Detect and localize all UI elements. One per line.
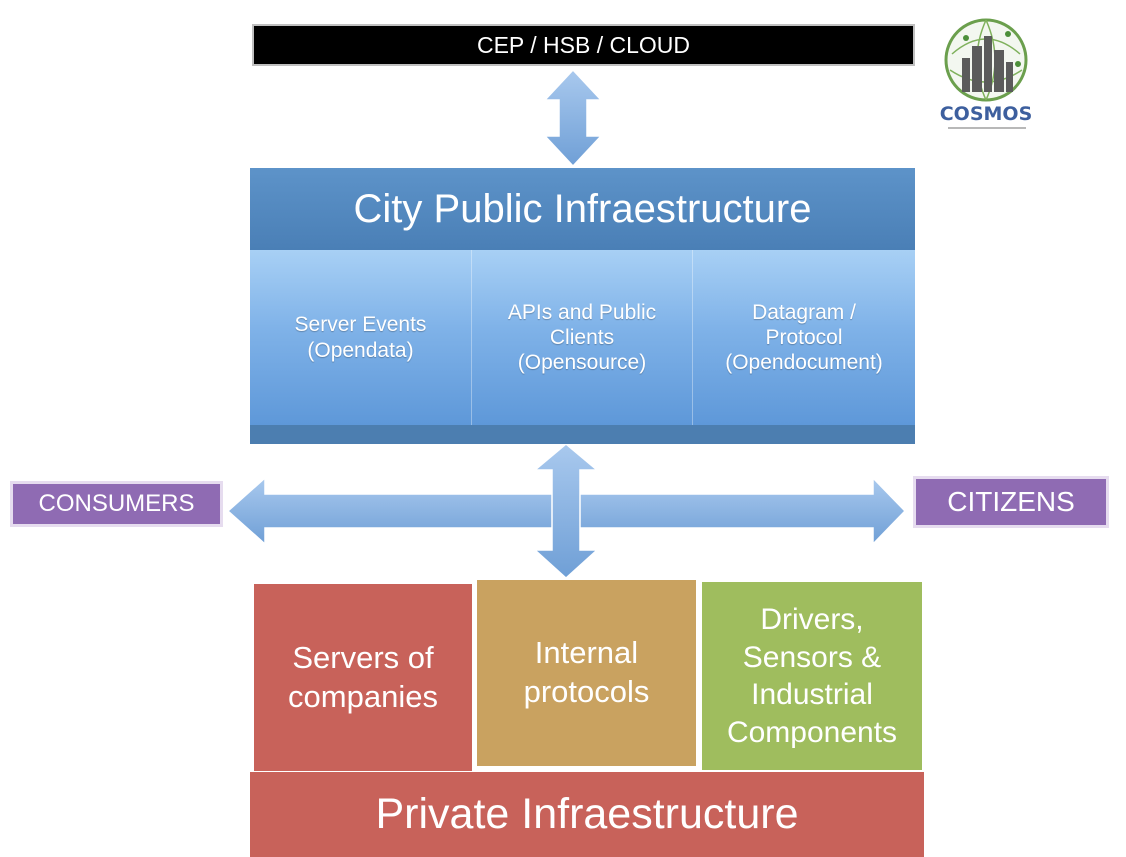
public-column-label: Datagram / Protocol (Opendocument) — [725, 300, 883, 375]
internal-protocols-box: Internal protocols — [475, 578, 698, 768]
private-box-label: Drivers, Sensors & Industrial Components — [726, 603, 898, 749]
public-column-server-events: Server Events (Opendata) — [250, 250, 472, 425]
private-infrastructure-banner: Private Infraestructure — [250, 772, 924, 857]
servers-of-companies-box: Servers of companies — [252, 582, 474, 773]
consumers-label-box: CONSUMERS — [10, 481, 223, 527]
vertical-double-arrow-icon — [543, 68, 603, 168]
city-skyline-icon — [962, 36, 1013, 92]
public-infrastructure-footer — [250, 425, 915, 444]
private-box-label: Servers of companies — [288, 639, 438, 714]
cep-hsb-cloud-label: CEP / HSB / CLOUD — [476, 31, 691, 58]
city-public-infrastructure-header: City Public Infraestructure — [250, 168, 915, 250]
public-column-datagram: Datagram / Protocol (Opendocument) — [693, 250, 915, 425]
drivers-sensors-box: Drivers, Sensors & Industrial Components — [700, 580, 924, 772]
consumers-label: CONSUMERS — [38, 490, 195, 517]
citizens-label-box: CITIZENS — [913, 476, 1109, 528]
cep-hsb-cloud-bar: CEP / HSB / CLOUD — [252, 24, 915, 66]
private-box-label: Internal protocols — [523, 635, 650, 709]
public-column-label: Server Events (Opendata) — [294, 313, 427, 362]
public-column-label: APIs and Public Clients (Opensource) — [507, 300, 657, 375]
citizens-label: CITIZENS — [947, 486, 1075, 517]
public-column-apis: APIs and Public Clients (Opensource) — [472, 250, 693, 425]
private-infrastructure-title: Private Infraestructure — [375, 790, 799, 838]
city-public-infrastructure-title: City Public Infraestructure — [353, 186, 812, 231]
cosmos-logo-text: COSMOS — [940, 103, 1033, 125]
cosmos-logo: COSMOS — [940, 18, 1033, 129]
